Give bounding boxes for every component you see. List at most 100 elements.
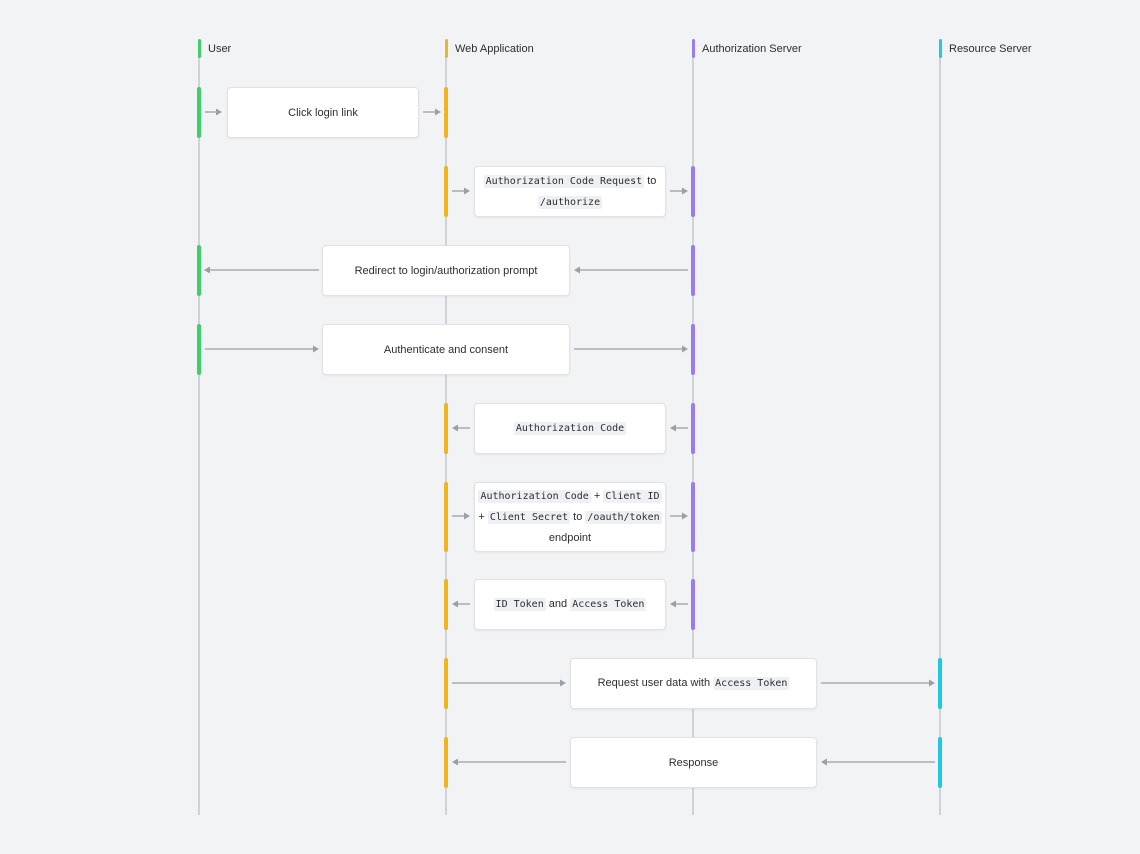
activation-web-application <box>444 658 448 709</box>
activation-authorization-server <box>691 482 695 552</box>
arrow-message-6-out <box>452 600 470 608</box>
message-text: Authenticate and consent <box>384 340 508 360</box>
activation-authorization-server <box>691 579 695 630</box>
message-text: Authorization Code + Client ID+ Client S… <box>478 486 662 548</box>
activation-resource-server <box>938 737 942 788</box>
activation-user <box>197 87 201 138</box>
lifeline-user <box>198 56 200 815</box>
arrowhead <box>452 600 458 608</box>
arrowhead <box>682 187 688 195</box>
arrow-message-3-in <box>205 345 319 353</box>
arrowhead <box>682 345 688 353</box>
code-token: Client Secret <box>487 511 571 524</box>
lane-marker-user <box>198 39 201 58</box>
activation-authorization-server <box>691 245 695 296</box>
arrow-message-4-out <box>452 424 470 432</box>
code-token: /oauth/token <box>585 511 662 524</box>
lane-marker-web-application <box>445 39 448 58</box>
lane-marker-authorization-server <box>692 39 695 58</box>
lifeline-resource-server <box>939 56 941 815</box>
message-text: ID Token and Access Token <box>493 594 647 615</box>
arrow-message-3-out <box>574 345 688 353</box>
message-text-fragment: Response <box>668 756 719 769</box>
activation-user <box>197 245 201 296</box>
activation-web-application <box>444 87 448 138</box>
message-text-fragment: and <box>545 598 571 610</box>
arrowhead <box>464 187 470 195</box>
arrow-message-2-in <box>574 266 688 274</box>
arrowhead <box>574 266 580 274</box>
arrowhead <box>452 758 458 766</box>
message-text-fragment: to <box>570 511 586 523</box>
arrow-message-0-in <box>205 108 222 116</box>
arrow-message-1-in <box>452 187 470 195</box>
message-click-login-link: Click login link <box>227 87 419 138</box>
code-token: /authorize <box>537 195 603 209</box>
lane-marker-resource-server <box>939 39 942 58</box>
arrowhead <box>560 679 566 687</box>
activation-authorization-server <box>691 324 695 375</box>
message-text: Response <box>669 753 719 773</box>
arrowhead <box>452 424 458 432</box>
arrowhead <box>929 679 935 687</box>
activation-authorization-server <box>691 166 695 217</box>
message-id-and-access-token: ID Token and Access Token <box>474 579 666 630</box>
arrowhead <box>670 424 676 432</box>
message-text-fragment: Redirect to login/authorization prompt <box>354 264 538 277</box>
message-text-fragment: Click login link <box>288 106 358 119</box>
activation-authorization-server <box>691 403 695 454</box>
arrow-message-8-out <box>452 758 566 766</box>
message-text: Authorization Code Request to /authorize <box>483 171 657 213</box>
message-token-request: Authorization Code + Client ID+ Client S… <box>474 482 666 552</box>
arrowhead <box>216 108 222 116</box>
arrow-message-1-out <box>670 187 688 195</box>
message-authorization-code-request: Authorization Code Request to /authorize <box>474 166 666 217</box>
arrow-message-5-out <box>670 512 688 520</box>
code-token: Access Token <box>570 598 647 611</box>
message-text-fragment: Authenticate and consent <box>383 343 509 356</box>
lane-label-resource-server: Resource Server <box>949 43 1032 55</box>
activation-web-application <box>444 579 448 630</box>
message-text-fragment: + <box>590 490 604 502</box>
arrow-message-8-in <box>821 758 935 766</box>
activation-web-application <box>444 166 448 217</box>
activation-resource-server <box>938 658 942 709</box>
lane-label-web-application: Web Application <box>455 43 534 55</box>
code-token: Authorization Code Request <box>483 174 645 188</box>
message-response: Response <box>570 737 817 788</box>
arrowhead <box>204 266 210 274</box>
arrowhead <box>670 600 676 608</box>
arrowhead <box>821 758 827 766</box>
arrow-message-7-out <box>821 679 935 687</box>
arrowhead <box>313 345 319 353</box>
message-authenticate-and-consent: Authenticate and consent <box>322 324 570 375</box>
arrowhead <box>464 512 470 520</box>
message-request-user-data: Request user data with Access Token <box>570 658 817 709</box>
activation-user <box>197 324 201 375</box>
activation-web-application <box>444 482 448 552</box>
message-text-fragment: + <box>478 511 488 523</box>
code-token: Access Token <box>713 677 790 690</box>
lane-label-authorization-server: Authorization Server <box>702 43 802 55</box>
arrow-message-0-out <box>423 108 441 116</box>
message-authorization-code: Authorization Code <box>474 403 666 454</box>
message-text: Click login link <box>288 103 358 123</box>
message-text: Authorization Code <box>513 418 627 439</box>
arrow-message-2-out <box>204 266 319 274</box>
message-text-fragment: to <box>644 174 657 187</box>
arrowhead <box>682 512 688 520</box>
code-token: ID Token <box>493 598 546 611</box>
message-text: Redirect to login/authorization prompt <box>355 261 538 281</box>
activation-web-application <box>444 737 448 788</box>
code-token: Client ID <box>603 490 662 503</box>
activation-web-application <box>444 403 448 454</box>
message-text-fragment: Request user data with <box>597 677 714 689</box>
arrowhead <box>435 108 441 116</box>
message-text-fragment: endpoint <box>548 532 592 544</box>
arrow-message-7-in <box>452 679 566 687</box>
arrow-message-6-in <box>670 600 688 608</box>
lane-label-user: User <box>208 43 232 55</box>
message-text: Request user data with Access Token <box>598 673 790 694</box>
code-token: Authorization Code <box>513 422 627 435</box>
